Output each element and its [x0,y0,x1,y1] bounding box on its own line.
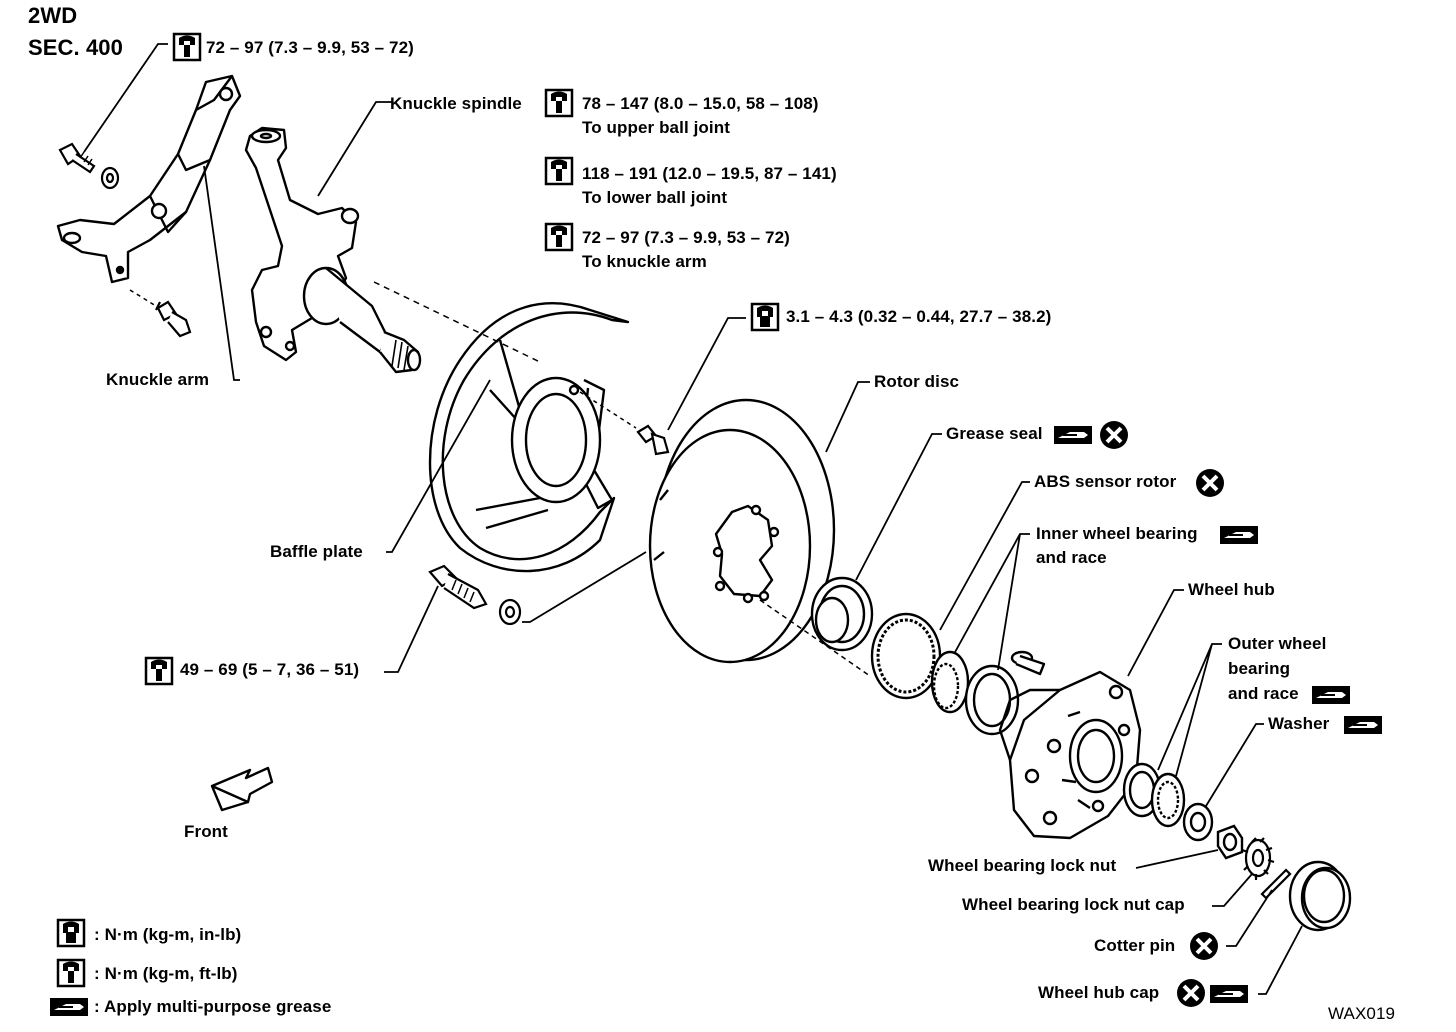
do-not-reuse-icon [1098,419,1130,451]
wheel-bearing-lock-nut-cap [1241,837,1275,880]
torque-knuckle-arm-bolt: 72 – 97 (7.3 – 9.9, 53 – 72) [206,38,414,57]
torque-wrench-icon [172,32,202,62]
label-grease-seal: Grease seal [946,424,1043,443]
inner-wheel-bearing [930,650,1020,736]
torque-caliper-bolt: 49 – 69 (5 – 7, 36 – 51) [180,660,360,679]
torque-knuckle-arm: 72 – 97 (7.3 – 9.9, 53 – 72) [582,228,790,247]
knuckle-arm-lower-bolt [129,289,192,338]
label-rotor-disc: Rotor disc [874,372,960,391]
do-not-reuse-icon [1175,977,1207,1009]
baffle-plate [428,302,630,573]
label-outer-bearing-line2: bearing [1228,659,1291,678]
label-knuckle-arm: Knuckle arm [106,370,210,389]
knuckle-spindle [244,126,422,374]
drive-type-label: 2WD [28,3,78,28]
grease-icon [1210,985,1248,1003]
washer [1182,802,1214,842]
grease-seal [810,576,874,652]
torque-wrench-icon [144,656,174,686]
label-wheel-hub: Wheel hub [1188,580,1275,599]
torque-wrench-icon [544,222,574,252]
label-inner-bearing-line1: Inner wheel bearing [1036,524,1198,543]
grease-icon [1054,426,1092,444]
label-outer-bearing-line3: and race [1228,684,1299,703]
torque-wrench-icon [544,156,574,186]
wheel-hub [998,650,1142,840]
wheel-hub-cap [1288,860,1352,932]
legend-nm-ftlb: : N·m (kg-m, ft-lb) [94,964,238,983]
torque-wrench-filled-icon [56,918,86,948]
label-washer: Washer [1268,714,1330,733]
label-baffle-plate: Baffle plate [270,542,363,561]
grease-icon [1220,526,1258,544]
label-lock-nut: Wheel bearing lock nut [928,856,1117,875]
front-arrow-icon [210,766,274,812]
legend-nm-inlb: : N·m (kg-m, in-lb) [94,925,242,944]
rotor-disc [648,398,871,677]
do-not-reuse-icon [1188,930,1220,962]
leader-lines [83,43,1303,995]
torque-wrench-icon [544,88,574,118]
axis-line [373,281,541,363]
label-wheel-hub-cap: Wheel hub cap [1038,983,1160,1002]
wheel-bearing-lock-nut [1216,824,1244,860]
section-label: SEC. 400 [28,35,123,60]
cotter-pin [1260,868,1292,900]
torque-baffle-bolt: 3.1 – 4.3 (0.32 – 0.44, 27.7 – 38.2) [786,307,1052,326]
label-outer-bearing-line1: Outer wheel [1228,634,1327,653]
figure-code: WAX019 [1328,1004,1396,1023]
grease-icon [1312,686,1350,704]
caliper-bolt [428,564,522,626]
torque-upper-ball-joint: 78 – 147 (8.0 – 15.0, 58 – 108) [582,94,819,113]
note-lower-ball-joint: To lower ball joint [582,188,728,207]
label-knuckle-spindle: Knuckle spindle [390,94,522,113]
label-abs-sensor-rotor: ABS sensor rotor [1034,472,1177,491]
baffle-bolt [579,391,670,456]
knuckle-arm-bolt [58,142,120,190]
torque-lower-ball-joint: 118 – 191 (12.0 – 19.5, 87 – 141) [582,164,837,183]
legend-grease: : Apply multi-purpose grease [94,997,332,1016]
grease-icon [1344,716,1382,734]
note-upper-ball-joint: To upper ball joint [582,118,730,137]
grease-icon [50,998,88,1016]
do-not-reuse-icon [1194,467,1226,499]
knuckle-arm [56,74,242,284]
label-front: Front [184,822,228,841]
label-lock-nut-cap: Wheel bearing lock nut cap [962,895,1185,914]
label-inner-bearing-line2: and race [1036,548,1107,567]
abs-sensor-rotor [870,612,942,700]
note-knuckle-arm: To knuckle arm [582,252,707,271]
torque-wrench-icon [56,958,86,988]
outer-wheel-bearing [1122,762,1186,828]
label-cotter-pin: Cotter pin [1094,936,1176,955]
torque-wrench-filled-icon [750,302,780,332]
